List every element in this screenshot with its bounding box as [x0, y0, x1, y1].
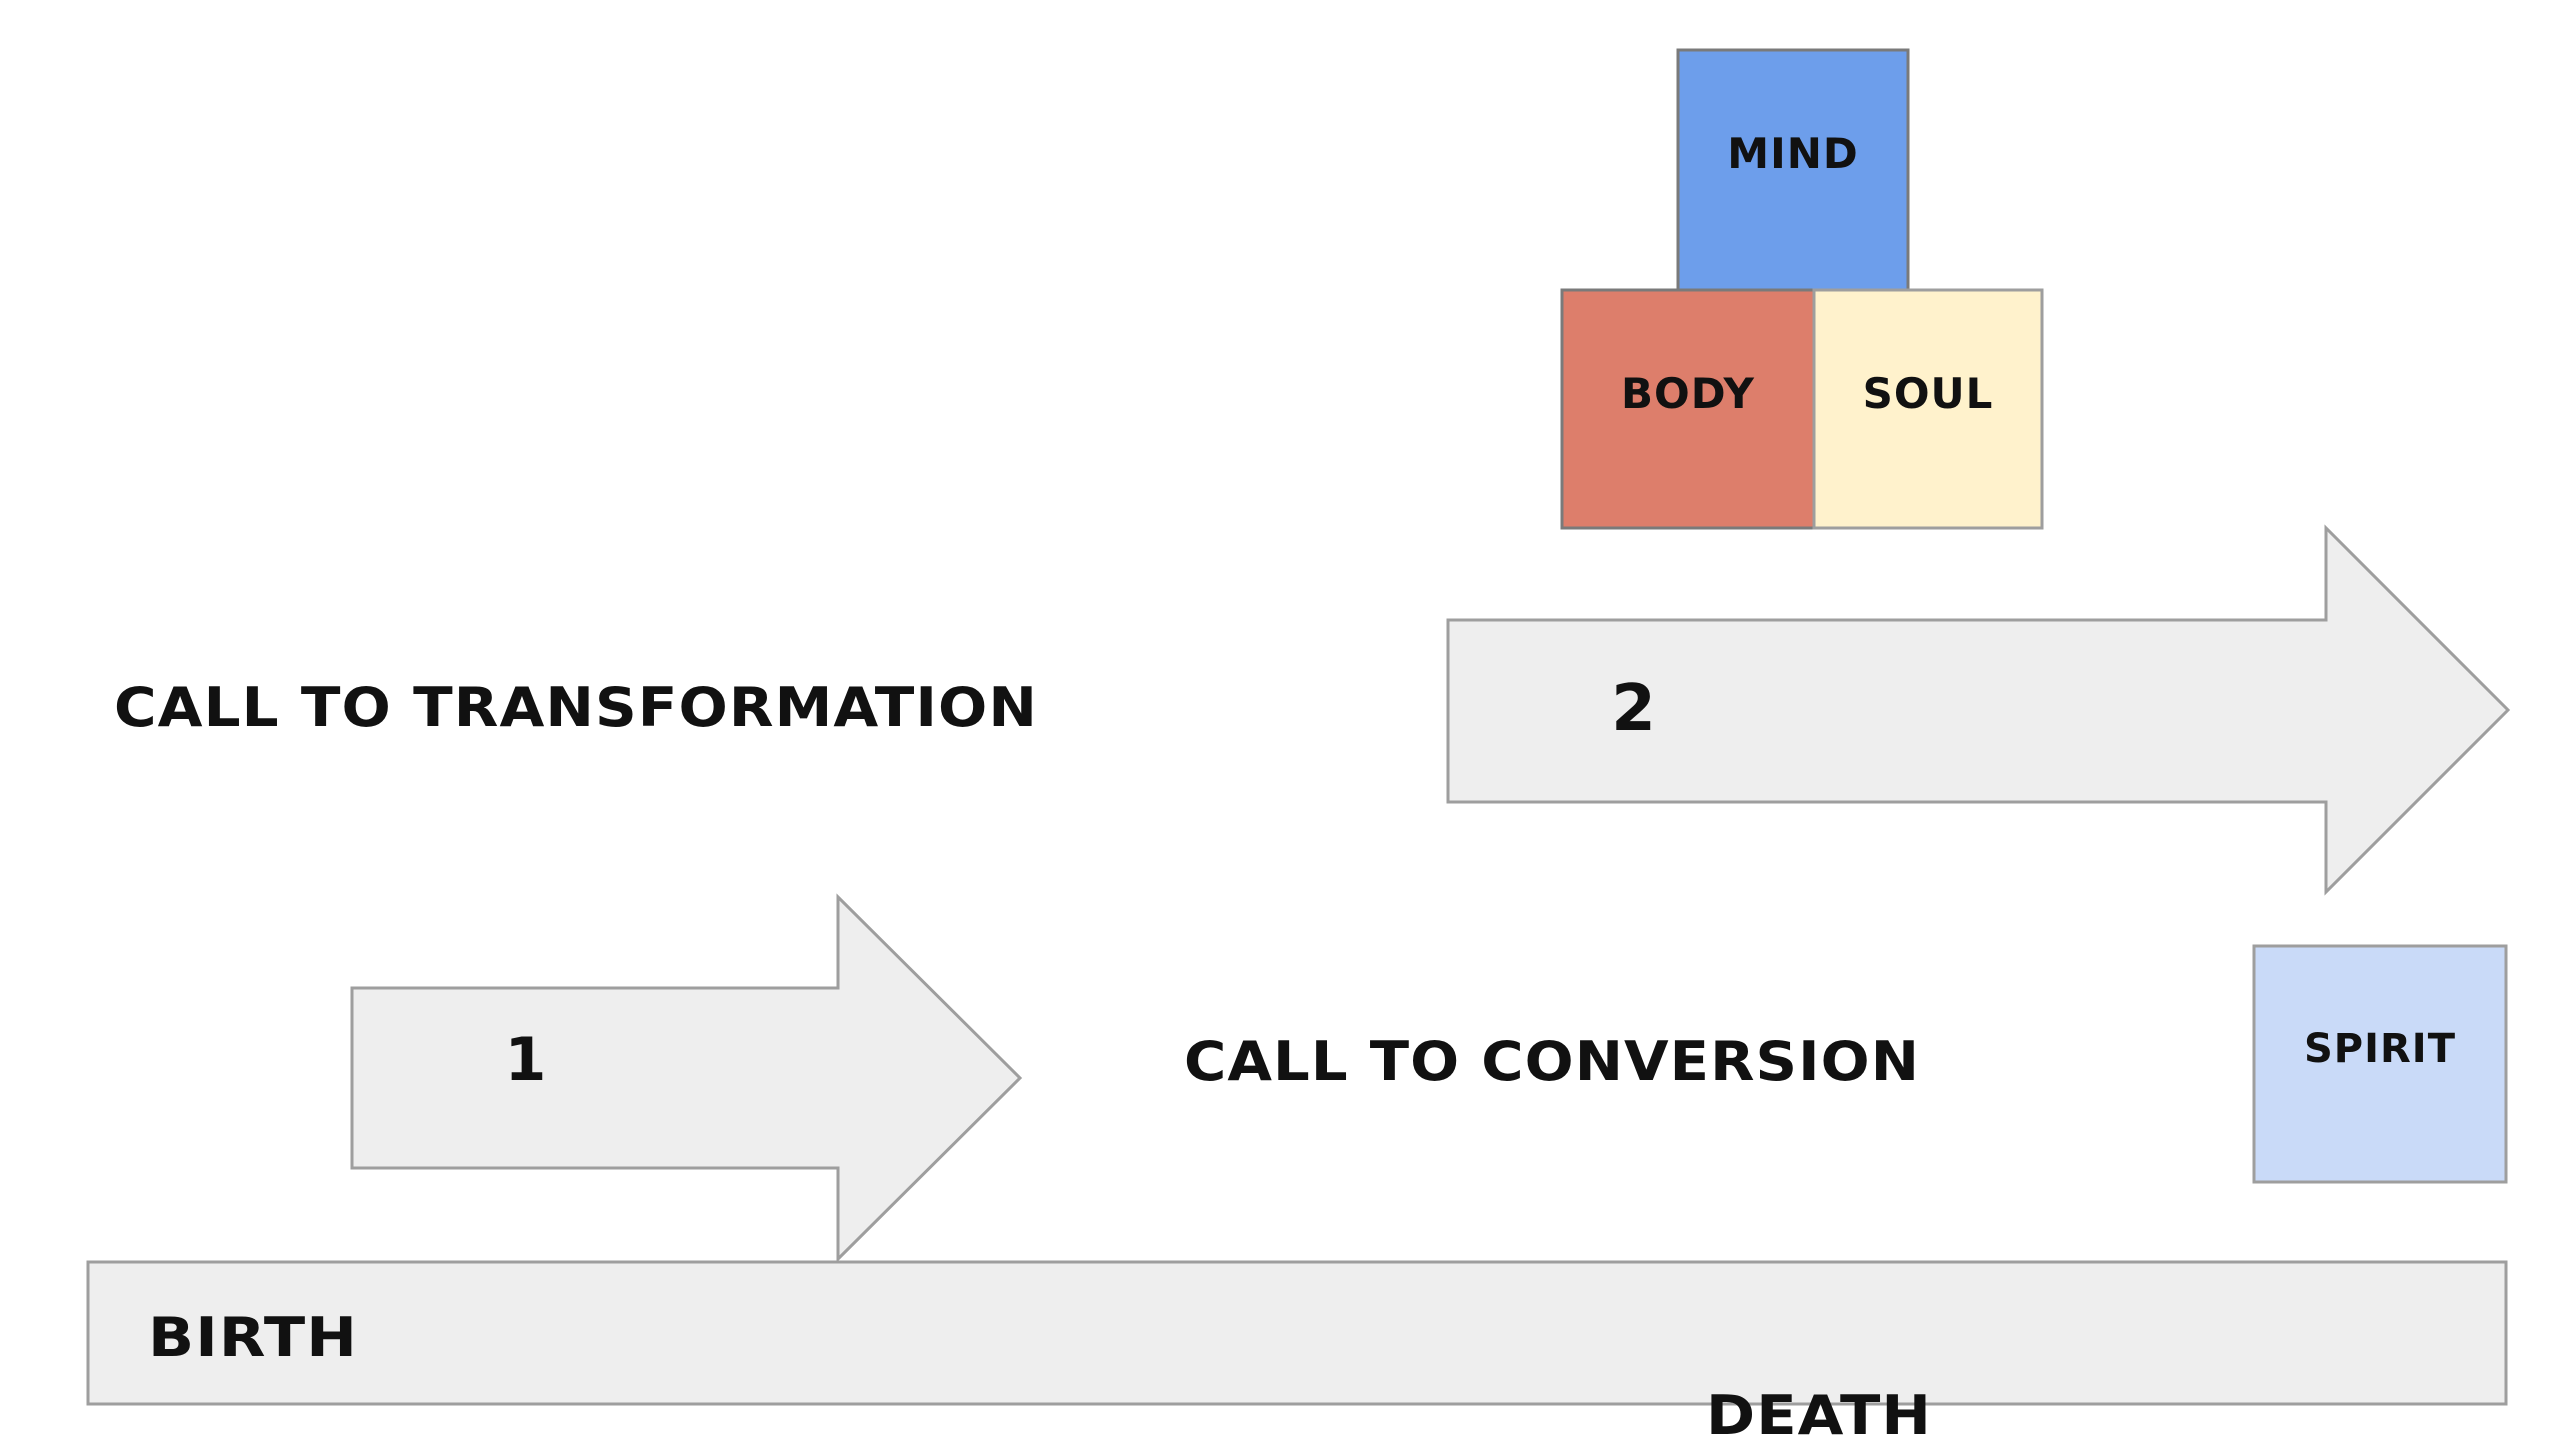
arrow-2-number: 2 — [1611, 672, 1657, 746]
spirit-box — [2252, 944, 2508, 1184]
body-box — [1560, 288, 1816, 530]
call-to-conversion-label: CALL TO CONVERSION — [1184, 1030, 1920, 1093]
body-label: BODY — [1621, 369, 1755, 418]
spirit-label: SPIRIT — [2304, 1026, 2456, 1072]
death-label: DEATH — [1706, 1384, 1932, 1440]
mind-label: MIND — [1727, 129, 1858, 178]
arrow-1 — [350, 893, 1023, 1263]
call-to-transformation-label: CALL TO TRANSFORMATION — [114, 676, 1038, 739]
arrow-1-number: 1 — [505, 1025, 548, 1095]
soul-box — [1812, 288, 2044, 530]
arrow-2 — [1446, 524, 2511, 896]
mind-box — [1676, 48, 1910, 292]
timeline-bar — [86, 1260, 2508, 1406]
soul-label: SOUL — [1863, 369, 1994, 418]
birth-label: BIRTH — [148, 1306, 358, 1369]
